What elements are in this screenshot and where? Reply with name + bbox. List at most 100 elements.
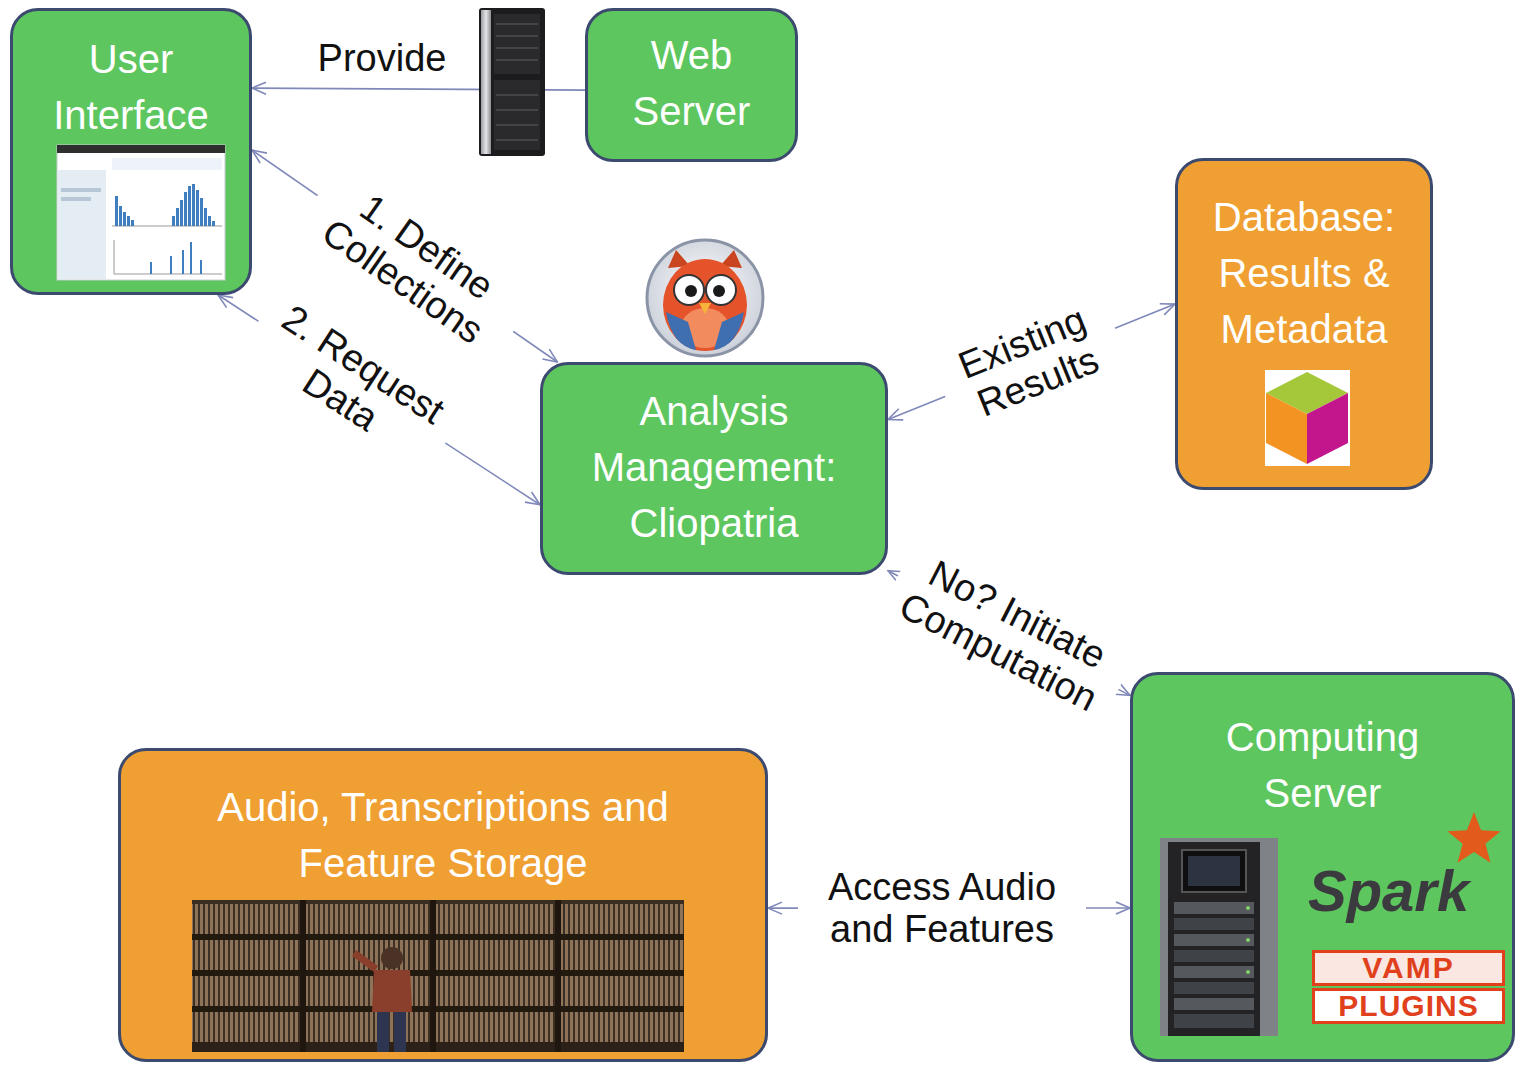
record-row	[192, 904, 684, 934]
rack-unit	[1174, 966, 1254, 978]
connector-label: Access Audio and Features	[798, 864, 1086, 952]
spark-star	[1447, 812, 1500, 863]
rack-unit	[1174, 918, 1254, 930]
rack-unit	[1174, 934, 1254, 946]
ui-screenshot	[57, 145, 225, 280]
person-leg	[394, 1012, 406, 1052]
logo-wordmark: Spark	[1308, 862, 1469, 920]
person-head	[381, 947, 403, 969]
server-grille	[494, 14, 540, 74]
chart-bar	[200, 198, 203, 226]
shelf	[192, 1006, 684, 1012]
logo-ground	[1265, 370, 1350, 466]
rack-unit	[1174, 1014, 1254, 1028]
chart-bar	[208, 216, 211, 226]
chart-bar	[123, 212, 126, 226]
screen-topbar	[57, 145, 225, 153]
rack-unit	[1174, 982, 1254, 994]
chart-bar	[176, 208, 179, 226]
logo-wordmark: PLUGINS	[1312, 988, 1505, 1024]
chart-axis	[114, 274, 222, 275]
chart-bar	[190, 242, 192, 274]
chart-bar	[172, 216, 175, 226]
server-slot	[496, 124, 538, 126]
node-title: Audio, Transcriptions and Feature Storag…	[183, 779, 703, 891]
server-grille	[494, 80, 540, 150]
server-slot	[496, 59, 538, 61]
chart-bar	[131, 220, 134, 226]
screen-header	[112, 158, 222, 170]
server-slot	[496, 35, 538, 37]
owl-logo	[647, 240, 763, 356]
record-row	[192, 976, 684, 1006]
server-slot	[496, 109, 538, 111]
owl-beak	[699, 303, 711, 314]
connector-label: No? Initiate Computation	[878, 538, 1139, 729]
logo-wordmark: VAMP	[1312, 950, 1505, 986]
chart-bar	[182, 250, 184, 274]
screen-sidebar	[58, 170, 106, 279]
cube-right	[1307, 393, 1348, 464]
person-arm	[352, 950, 378, 972]
shelf-divider	[555, 900, 561, 1052]
chart-bar	[212, 221, 215, 226]
shelf	[192, 1042, 684, 1052]
process-box: Analysis Management: Cliopatria	[540, 362, 888, 575]
cube-left	[1266, 393, 1307, 464]
chart-bar	[180, 200, 183, 226]
connector-label: Existing Results	[929, 287, 1132, 437]
chart-bar	[184, 192, 187, 226]
person-body	[372, 970, 412, 1012]
shelf	[192, 970, 684, 976]
chart-bar	[150, 262, 152, 274]
chart-bar	[200, 260, 202, 274]
server-icon	[479, 8, 545, 156]
screen-frame	[57, 145, 225, 280]
photo-ground	[192, 900, 684, 1052]
chart-axis	[114, 240, 115, 274]
rack-led	[1246, 938, 1250, 942]
owl-wing	[714, 312, 744, 350]
chart-bar	[119, 206, 122, 226]
node-title: Web Server	[602, 27, 782, 139]
node-title: User Interface	[31, 31, 231, 143]
screen-item	[61, 197, 91, 201]
chart-bar	[204, 208, 207, 226]
shelf	[192, 934, 684, 940]
owl-ring	[647, 240, 763, 356]
chart-bar	[192, 184, 195, 226]
owl-eye	[706, 275, 736, 305]
server-trim	[481, 10, 491, 154]
server-slot	[496, 47, 538, 49]
server-slot	[496, 139, 538, 141]
chart-bar	[170, 256, 172, 274]
rack-unit	[1174, 998, 1254, 1010]
connector-label: Provide	[314, 35, 451, 81]
node-title: Analysis Management: Cliopatria	[564, 383, 864, 551]
record-row	[192, 940, 684, 970]
screen-item	[61, 188, 101, 192]
rack-monitor	[1182, 850, 1246, 892]
server-slot	[496, 23, 538, 25]
owl-wing	[666, 312, 696, 350]
rack-led	[1246, 970, 1250, 974]
node-title: Computing Server	[1193, 709, 1453, 821]
database-logo	[1265, 370, 1350, 466]
rack-unit	[1174, 950, 1254, 962]
rack-screen	[1188, 856, 1240, 886]
person-leg	[377, 1012, 389, 1052]
rack-unit	[1174, 902, 1254, 914]
owl-body	[663, 259, 747, 351]
server-box: Web Server	[585, 8, 798, 162]
rack-wall	[1160, 838, 1278, 1036]
shelf-divider	[430, 900, 436, 1052]
chart-bar	[127, 216, 130, 226]
chart-bar	[188, 186, 191, 226]
owl-pupil	[713, 285, 725, 297]
record-storage-photo	[192, 900, 684, 1052]
record-row	[192, 1012, 684, 1042]
shelf-divider	[300, 900, 306, 1052]
chart-bar	[196, 190, 199, 226]
owl-eye	[674, 275, 704, 305]
rack-led	[1246, 906, 1250, 910]
